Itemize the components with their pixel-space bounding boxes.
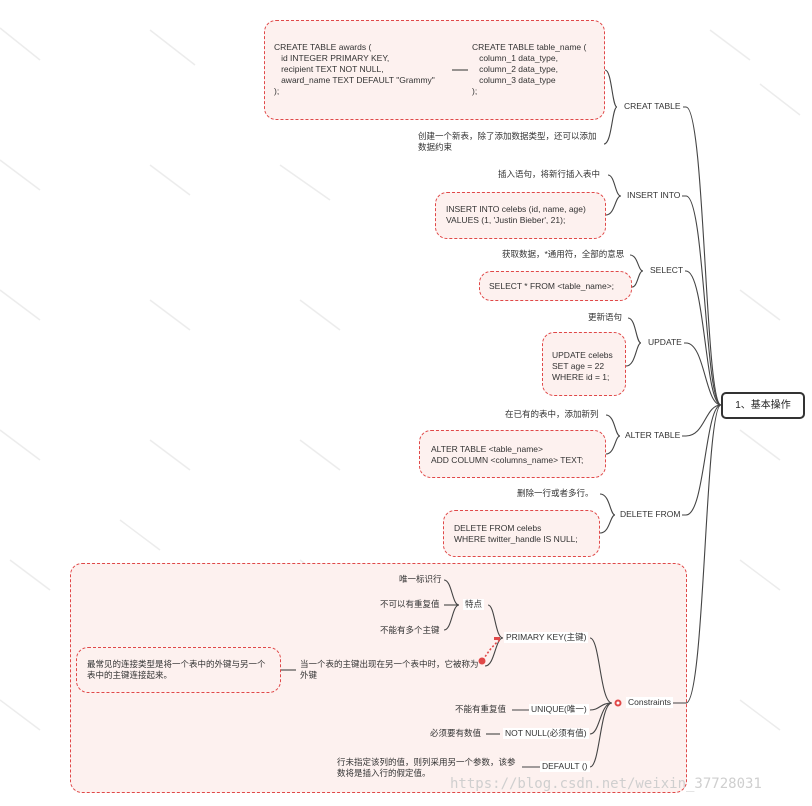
select-code: SELECT * FROM <table_name>;: [489, 281, 615, 291]
alter-code-box: [419, 430, 606, 478]
node-alter-table[interactable]: ALTER TABLE: [623, 430, 683, 441]
update-note: 更新语句: [588, 312, 623, 322]
select-code-box: [479, 271, 632, 301]
update-code: UPDATE celebs SET age = 22 WHERE id = 1;: [552, 350, 613, 382]
node-unique[interactable]: UNIQUE(唯一): [529, 704, 589, 715]
delete-code-box: [443, 510, 600, 557]
node-not-null[interactable]: NOT NULL(必须有值): [503, 728, 589, 739]
node-pk-features[interactable]: 特点: [463, 599, 485, 610]
node-create-table[interactable]: CREAT TABLE: [622, 101, 683, 112]
join-note-box: [76, 647, 281, 693]
node-delete-from[interactable]: DELETE FROM: [618, 509, 683, 520]
update-code-box: [542, 332, 626, 396]
select-note: 获取数据，*通用符，全部的意思: [502, 249, 625, 259]
foreign-key-note: 当一个表的主键出现在另一个表中时，它被称为 外键: [300, 659, 479, 680]
alter-code: ALTER TABLE <table_name> ADD COLUMN <col…: [431, 444, 584, 465]
default-note: 行未指定该列的值，则列采用另一个参数，该参 数将是插入行的假定值。: [337, 757, 516, 778]
create-table-note: 创建一个新表，除了添加数据类型，还可以添加 数据约束: [418, 131, 597, 152]
join-note: 最常见的连接类型是将一个表中的外键与另一个 表中的主键连接起来。: [87, 659, 266, 680]
alter-note: 在已有的表中，添加新列: [505, 409, 599, 419]
insert-note: 插入语句，将新行插入表中: [498, 169, 601, 179]
delete-note: 删除一行或者多行。: [517, 488, 594, 498]
node-constraints[interactable]: Constraints: [626, 697, 673, 708]
node-primary-key[interactable]: PRIMARY KEY(主键): [504, 632, 589, 643]
pk-feature-2: 不可以有重复值: [380, 599, 440, 609]
create-examples-box: [264, 20, 605, 120]
insert-code-box: [435, 192, 606, 239]
node-update[interactable]: UPDATE: [646, 337, 684, 348]
root-node[interactable]: 1、基本操作: [721, 392, 805, 419]
node-select[interactable]: SELECT: [648, 265, 686, 276]
pk-feature-3: 不能有多个主键: [380, 625, 440, 635]
unique-note: 不能有重复值: [455, 704, 507, 714]
node-default[interactable]: DEFAULT (): [540, 761, 590, 772]
create-table-example: CREATE TABLE awards ( id INTEGER PRIMARY…: [274, 42, 435, 96]
node-insert-into[interactable]: INSERT INTO: [625, 190, 683, 201]
create-table-syntax: CREATE TABLE table_name ( column_1 data_…: [472, 42, 587, 96]
not-null-note: 必须要有数值: [430, 728, 482, 738]
watermark-text: https://blog.csdn.net/weixin_37728031: [450, 776, 762, 792]
delete-code: DELETE FROM celebs WHERE twitter_handle …: [454, 523, 578, 544]
insert-code: INSERT INTO celebs (id, name, age) VALUE…: [446, 204, 586, 225]
pk-feature-1: 唯一标识行: [399, 574, 442, 584]
